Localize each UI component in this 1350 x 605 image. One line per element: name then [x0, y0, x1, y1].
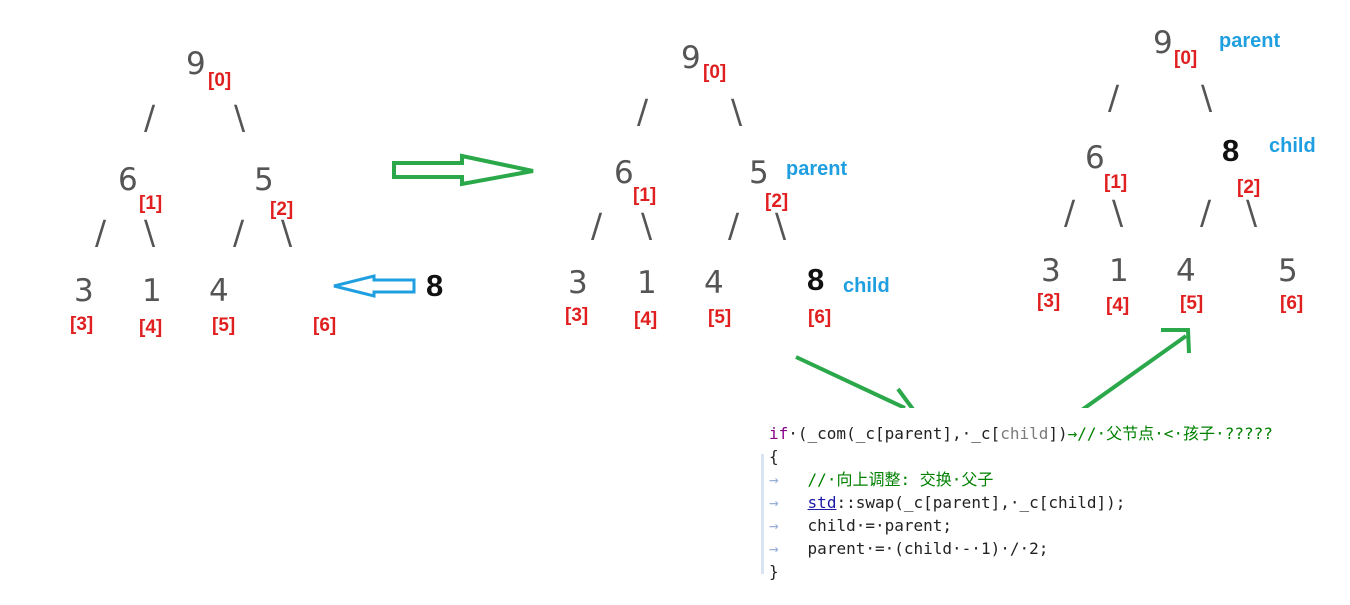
code-line-if: if·(_com(_c[parent],·_c[child])→//·父节点·<…: [769, 424, 1273, 443]
node-3-index: [3]: [70, 314, 94, 335]
transition-arrow-1: [392, 153, 534, 187]
node-6-index: [6]: [313, 315, 337, 336]
node-1-index: [1]: [139, 193, 163, 214]
node-6-value: 5: [1278, 253, 1298, 289]
node-1-value: 6: [614, 155, 634, 191]
code-line-parent-assign: → parent·=·(child·-·1)·/·2;: [769, 539, 1049, 558]
node-3-value: 3: [74, 273, 94, 309]
edge-right: \: [234, 98, 246, 137]
indent-guide: [761, 454, 764, 574]
node-4-index: [4]: [634, 309, 658, 330]
to-code-arrow: [795, 355, 906, 410]
node-5-index: [5]: [708, 307, 732, 328]
node-6-index: [6]: [1280, 293, 1304, 314]
code-snippet: if·(_com(_c[parent],·_c[child])→//·父节点·<…: [761, 408, 1301, 598]
to-tree3-arrow: [1077, 334, 1188, 414]
node-5-value: 4: [1176, 253, 1196, 289]
edge-left: /: [233, 213, 245, 252]
node-0-value: 9: [186, 46, 206, 82]
edge-left: /: [144, 98, 156, 137]
edge-left: /: [95, 213, 107, 252]
edge-left: /: [591, 206, 603, 245]
edge-left: /: [1200, 193, 1212, 232]
incoming-value: 8: [426, 268, 444, 303]
node-4-value: 1: [1109, 253, 1129, 289]
insert-arrow: [333, 274, 416, 298]
node-1-index: [1]: [633, 185, 657, 206]
node-1-index: [1]: [1104, 172, 1128, 193]
node-3-index: [3]: [1037, 291, 1061, 312]
node-1-value: 6: [1085, 140, 1105, 176]
code-line-swap: → std::swap(_c[parent],·_c[child]);: [769, 493, 1126, 512]
node-4-index: [4]: [139, 317, 163, 338]
code-line-child-assign: → child·=·parent;: [769, 516, 953, 535]
node-2-index: [2]: [270, 199, 294, 220]
code-line-comment: → //·向上调整: 交换·父子: [769, 470, 994, 489]
edge-left: /: [637, 92, 649, 131]
node-6-index: [6]: [808, 307, 832, 328]
node-4-index: [4]: [1106, 295, 1130, 316]
edge-right: \: [144, 213, 156, 252]
parent-label: parent: [786, 158, 848, 180]
edge-right: \: [1246, 193, 1258, 232]
to-tree3-arrowhead: [1161, 328, 1191, 354]
node-2-index: [2]: [1237, 177, 1261, 198]
edge-left: /: [1064, 193, 1076, 232]
edge-right: \: [1201, 78, 1213, 117]
node-0-value: 9: [1153, 25, 1173, 61]
node-2-value: 5: [749, 155, 769, 191]
code-line-open-brace: {: [769, 447, 779, 466]
node-2-value: 8: [1222, 133, 1240, 168]
node-0-value: 9: [681, 40, 701, 76]
node-4-value: 1: [142, 273, 162, 309]
edge-right: \: [731, 92, 743, 131]
edge-right: \: [1112, 193, 1124, 232]
parent-label: parent: [1219, 30, 1281, 52]
node-5-value: 4: [209, 273, 229, 309]
node-2-index: [2]: [765, 191, 789, 212]
node-0-index: [0]: [208, 70, 232, 91]
edge-left: /: [728, 206, 740, 245]
edge-left: /: [1108, 78, 1120, 117]
child-label: child: [843, 275, 890, 297]
node-3-value: 3: [568, 265, 588, 301]
edge-right: \: [775, 206, 787, 245]
node-5-value: 4: [704, 265, 724, 301]
node-0-index: [0]: [1174, 48, 1198, 69]
edge-right: \: [641, 206, 653, 245]
node-6-value: 8: [807, 262, 825, 297]
node-1-value: 6: [118, 162, 138, 198]
node-5-index: [5]: [212, 315, 236, 336]
node-5-index: [5]: [1180, 293, 1204, 314]
child-label: child: [1269, 135, 1316, 157]
node-0-index: [0]: [703, 62, 727, 83]
code-line-close-brace: }: [769, 562, 779, 581]
node-4-value: 1: [637, 265, 657, 301]
node-3-index: [3]: [565, 305, 589, 326]
node-2-value: 5: [254, 162, 274, 198]
node-3-value: 3: [1041, 253, 1061, 289]
edge-right: \: [281, 213, 293, 252]
